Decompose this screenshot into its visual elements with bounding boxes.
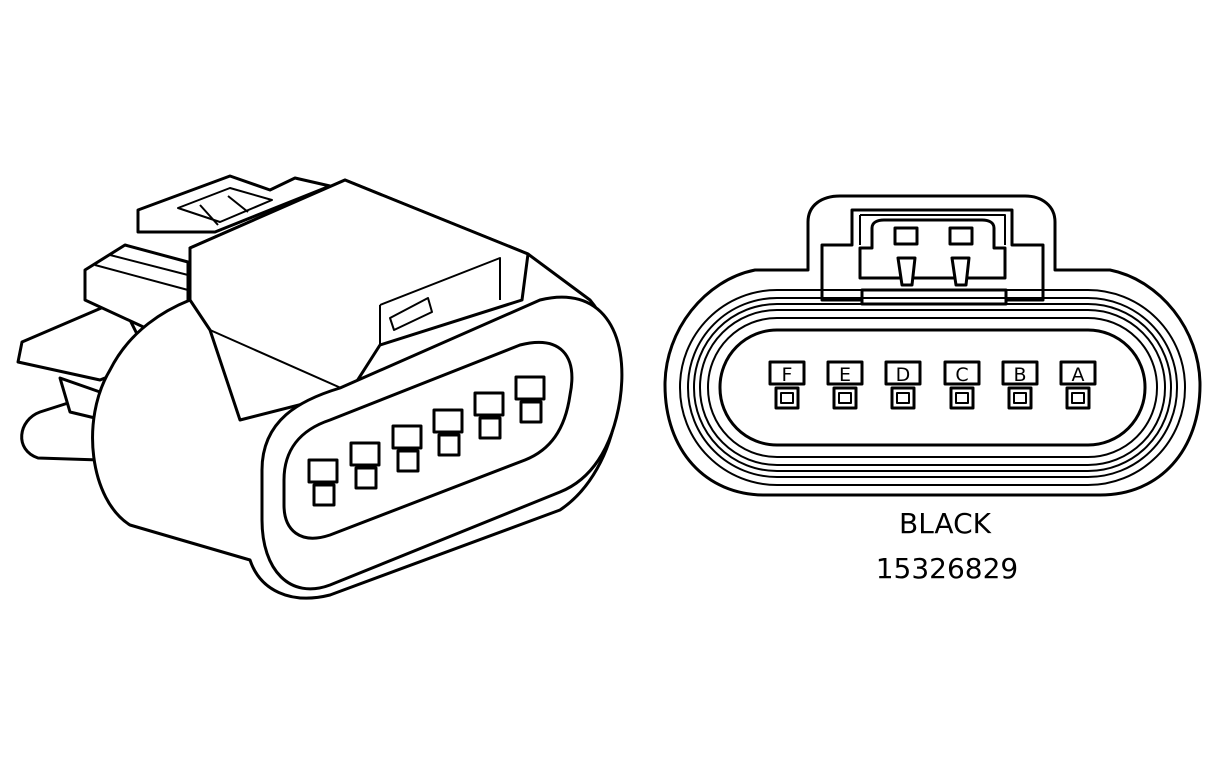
- seal-ring-1: [679, 289, 1186, 486]
- rear-housing: [136, 174, 332, 234]
- lock-latch: [858, 218, 1007, 280]
- pin-label: C: [955, 364, 968, 386]
- cavity-3d: [349, 441, 381, 490]
- seal-ring-2: [687, 297, 1178, 478]
- part-number: 15326829: [876, 552, 1019, 585]
- seal-ring-5: [707, 317, 1158, 458]
- pin-position-e: E: [826, 360, 864, 410]
- cavity-3d: [514, 375, 546, 424]
- pin-label: A: [1072, 364, 1085, 386]
- pin-position-a: A: [1059, 360, 1097, 410]
- pin-position-f: F: [768, 360, 806, 410]
- cavity-3d: [391, 424, 423, 473]
- pin-face: [718, 328, 1147, 447]
- pin-label: E: [839, 364, 851, 386]
- pin-label: D: [896, 364, 911, 386]
- connector-3d-view: [16, 174, 624, 600]
- pin-position-d: D: [884, 360, 922, 410]
- lock-bridge: [188, 178, 530, 422]
- pin-row: F E D C: [768, 360, 1097, 410]
- cavity-3d: [432, 408, 464, 457]
- pin-position-c: C: [943, 360, 981, 410]
- pin-label: B: [1013, 364, 1026, 386]
- seal-ring-4: [699, 309, 1166, 466]
- cavity-3d: [307, 458, 339, 507]
- pin-position-b: B: [1001, 360, 1039, 410]
- color-label: BLACK: [899, 507, 992, 540]
- pin-label: F: [782, 364, 793, 386]
- seal-ring-3: [693, 303, 1172, 472]
- pin-cavities-3d: [307, 375, 546, 507]
- cavity-3d: [473, 391, 505, 440]
- connector-front-view: F E D C: [663, 194, 1202, 585]
